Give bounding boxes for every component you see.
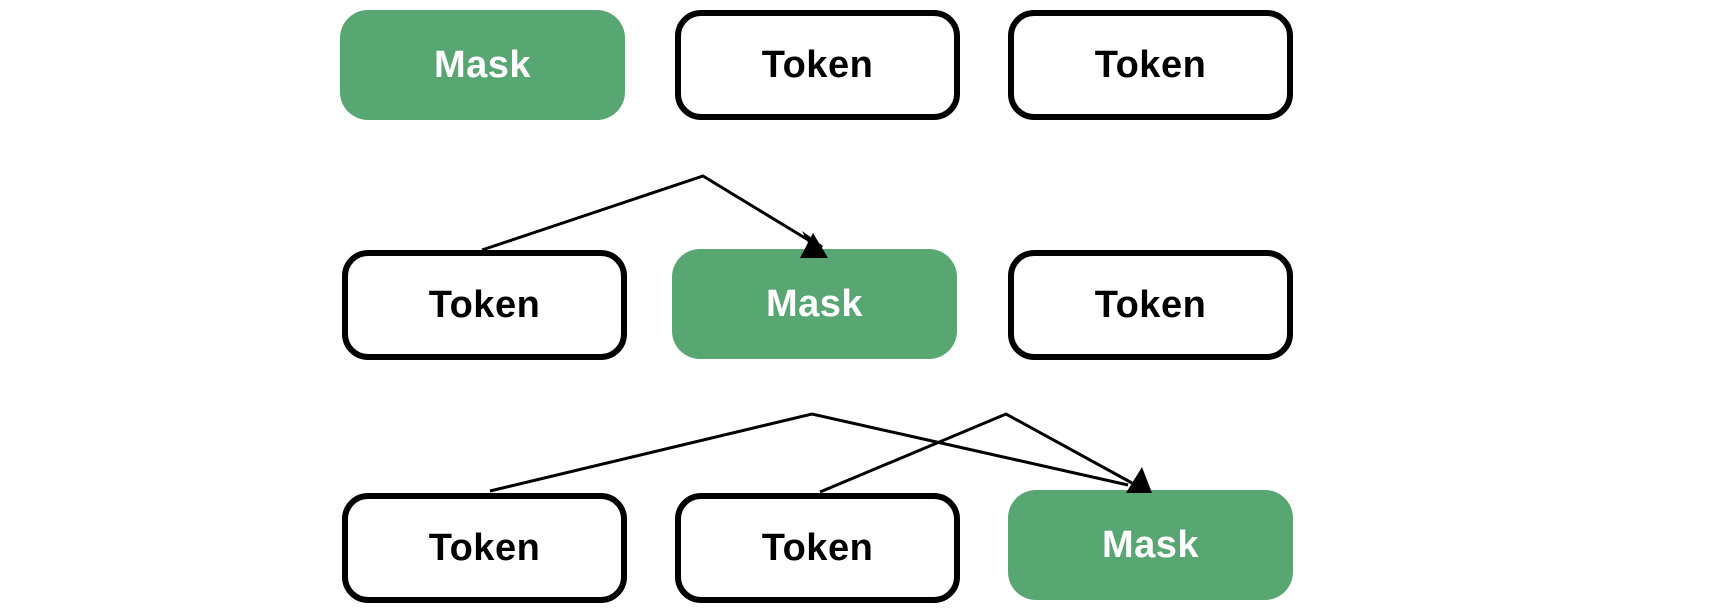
- row1-mask-box: Mask: [340, 10, 625, 120]
- row2-token-box-1: Token: [342, 250, 627, 360]
- row1-token-box-3: Token: [1008, 10, 1293, 120]
- edge-row3-token1-to-mask: [489, 412, 1129, 493]
- row3-token-box-1: Token: [342, 493, 627, 603]
- row1-token-box-2: Token: [675, 10, 960, 120]
- edge-row2-token1-to-mask: [481, 174, 811, 252]
- row2-mask-box: Mask: [672, 249, 957, 359]
- row3-mask-box: Mask: [1008, 490, 1293, 600]
- row2-token-box-3: Token: [1008, 250, 1293, 360]
- arrowhead-row3: [1126, 467, 1152, 493]
- arrowhead-row2-fill: [800, 233, 828, 258]
- edge-row3-token2-to-mask: [819, 412, 1133, 494]
- row3-token-box-2: Token: [675, 493, 960, 603]
